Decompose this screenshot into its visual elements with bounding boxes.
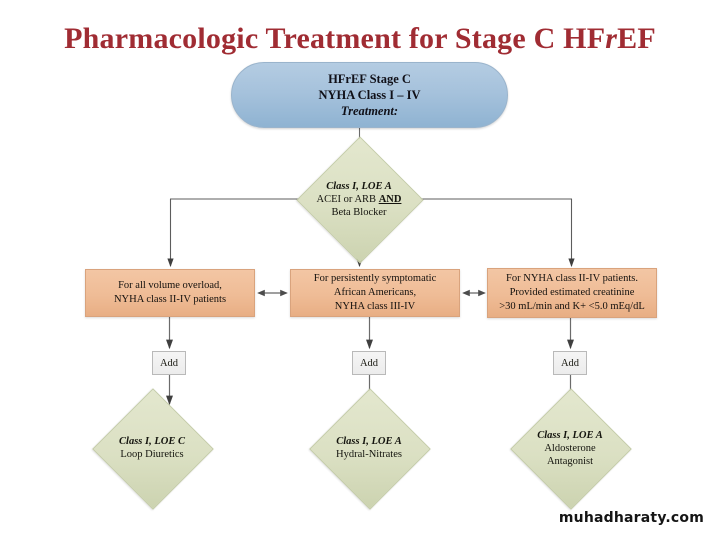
outcome-hydral-nitrates[interactable]: Class I, LOE A Hydral-Nitrates [309,388,431,510]
outcome-left-line2: Loop Diuretics [120,449,184,460]
decision-line2-before: ACEI or ARB [316,193,379,205]
decision-acei-arb-beta-blocker[interactable]: Class I, LOE A ACEI or ARB AND Beta Bloc… [296,136,424,264]
outcome-right-line2: Aldosterone [544,442,596,454]
outcome-loop-diuretics[interactable]: Class I, LOE C Loop Diuretics [92,388,214,510]
outcome-left-class-loe: Class I, LOE C [119,436,185,447]
outcome-right-text: Class I, LOE A Aldosterone Antagonist [537,429,603,468]
page-title: Pharmacologic Treatment for Stage C HFrE… [0,22,720,56]
branch-box-middle[interactable]: For persistently symptomatic African Ame… [290,269,460,317]
start-node-line3: Treatment: [340,104,399,118]
add-box-middle[interactable]: Add [352,351,386,375]
branch-box-right-line1: For NYHA class II-IV patients. [506,273,638,284]
decision-line2-emphasis: AND [378,193,402,205]
start-node-line2: NYHA Class I – IV [318,88,421,102]
branch-box-left-line1: For all volume overload, [118,280,222,291]
start-node-line1: HFrEF Stage C [328,72,411,86]
branch-box-middle-line3: NYHA class III-IV [334,301,416,312]
branch-box-middle-line1: For persistently symptomatic [313,273,437,284]
outcome-right-line3: Antagonist [546,455,594,467]
page-title-after: EF [617,22,656,55]
outcome-middle-text: Class I, LOE A Hydral-Nitrates [336,435,402,461]
page-title-italic-r: r [605,22,618,55]
outcome-right-class-loe: Class I, LOE A [537,429,603,441]
add-box-left[interactable]: Add [152,351,186,375]
branch-box-right-line2: Provided estimated creatinine [509,287,635,298]
branch-box-left-line2: NYHA class II-IV patients [113,294,227,305]
add-box-right[interactable]: Add [553,351,587,375]
branch-box-middle-line2: African Americans, [333,287,417,298]
page-title-before: Pharmacologic Treatment for Stage C HF [64,22,606,55]
outcome-left-text: Class I, LOE C Loop Diuretics [119,435,185,461]
branch-box-right-line3: >30 mL/min and K+ <5.0 mEq/dL [499,301,645,312]
start-node[interactable]: HFrEF Stage C NYHA Class I – IV Treatmen… [231,62,508,128]
decision-text: Class I, LOE A ACEI or ARB AND Beta Bloc… [317,180,402,219]
branch-box-right[interactable]: For NYHA class II-IV patients. Provided … [487,268,657,318]
decision-line3: Beta Blocker [331,206,387,218]
outcome-aldosterone-antagonist[interactable]: Class I, LOE A Aldosterone Antagonist [510,388,632,510]
site-watermark: muhadharaty.com [558,510,704,526]
outcome-middle-class-loe: Class I, LOE A [336,436,402,447]
decision-class-loe: Class I, LOE A [326,180,392,192]
branch-box-left[interactable]: For all volume overload, NYHA class II-I… [85,269,255,317]
outcome-middle-line2: Hydral-Nitrates [336,449,402,460]
